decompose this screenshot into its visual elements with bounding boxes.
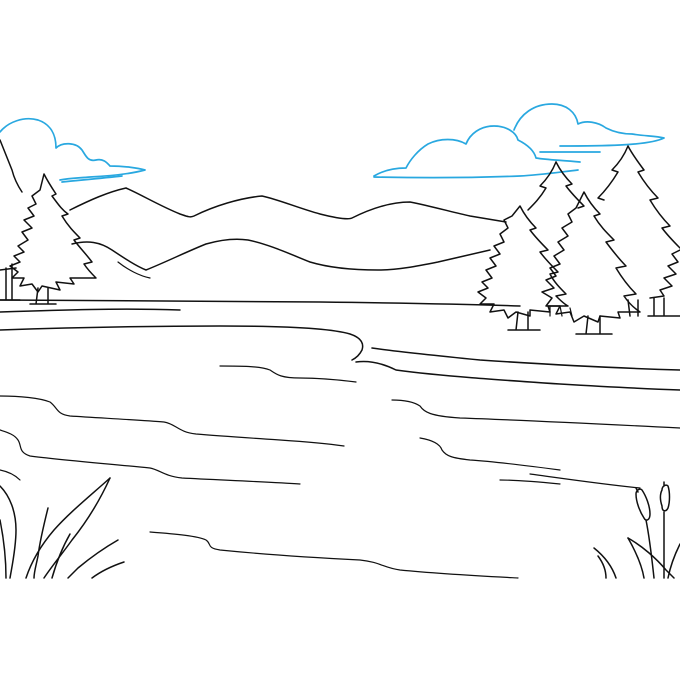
ripple-2 <box>0 395 345 447</box>
mountain-front-ridge <box>71 238 491 271</box>
grass-blade-6 <box>67 539 119 579</box>
lake-edge-inner <box>355 360 680 391</box>
tree-right-middle-trunk <box>575 315 613 335</box>
grass-blade-2 <box>0 519 7 579</box>
tree-left-edge-trunk <box>0 263 21 301</box>
trees-right <box>477 145 680 335</box>
clouds <box>0 103 665 183</box>
tree-right-back <box>555 161 585 209</box>
tree-right-front <box>477 205 569 319</box>
ripple-8 <box>149 531 519 579</box>
grass-right-blade-2 <box>597 555 607 579</box>
water-ripples <box>0 365 680 579</box>
grass-blade-7 <box>91 561 125 579</box>
grass-left <box>0 477 125 579</box>
near-shore-line <box>0 308 181 313</box>
tree-right-middle <box>541 191 641 323</box>
cattail-stem-1 <box>645 519 655 579</box>
cloud-left-base <box>61 175 123 183</box>
ripple-6 <box>529 473 641 489</box>
tree-left-edge <box>0 139 23 271</box>
trees-left <box>0 139 97 305</box>
ripple-9 <box>0 469 21 481</box>
grass-blade-8 <box>51 533 71 579</box>
ripple-3 <box>391 399 680 429</box>
lake-edge-left <box>0 325 364 361</box>
tree-right-stumps <box>549 305 573 317</box>
ripple-1 <box>219 365 357 383</box>
mountain-back-ridge <box>69 187 507 223</box>
shoreline <box>0 299 680 391</box>
lake-edge-right <box>371 347 680 371</box>
tree-right-edge <box>627 249 680 317</box>
cloud-left <box>0 117 146 181</box>
tree-right-front-trunk <box>507 311 541 331</box>
grass-blade-4 <box>43 477 111 579</box>
cattail-head-2 <box>659 481 671 512</box>
tree-left-main <box>9 173 97 293</box>
ripple-7 <box>499 479 561 485</box>
mountains <box>69 187 507 279</box>
ripple-5 <box>419 437 561 471</box>
tree-left-main-trunk <box>29 287 57 305</box>
far-shore-line <box>0 299 521 307</box>
cloud-right-base <box>373 169 579 179</box>
grass-blade-5 <box>33 507 49 579</box>
grass-right-blade-4 <box>627 537 675 579</box>
cattail-head-1 <box>635 487 651 521</box>
cloud-right <box>373 125 581 177</box>
tree-right-tall <box>597 145 680 249</box>
grass-blade-3 <box>25 477 111 579</box>
grass-right-blade-5 <box>667 543 680 579</box>
ripple-4 <box>0 429 301 485</box>
grass-right-blade-1 <box>593 547 617 579</box>
grass-right-blade-3 <box>627 537 645 579</box>
mountain-shadow <box>117 261 151 279</box>
cloud-right-top <box>513 103 665 147</box>
grass-blade-1 <box>0 485 17 579</box>
grass-right <box>593 481 680 579</box>
tree-right-back-left <box>527 161 557 211</box>
